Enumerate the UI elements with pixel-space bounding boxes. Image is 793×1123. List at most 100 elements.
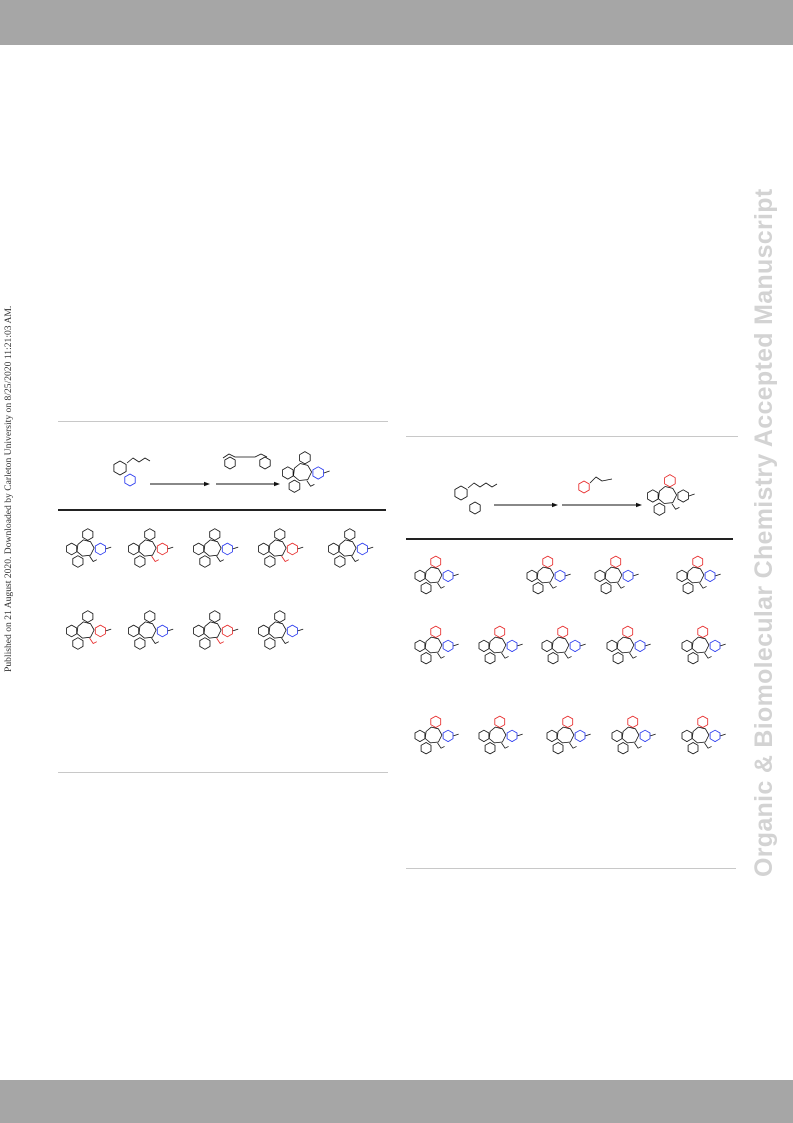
left-product-r2-3-methyl	[232, 628, 239, 632]
left-product-r2-3-top-ring	[209, 610, 221, 623]
right-main-product-top-ring	[664, 474, 676, 488]
right-product-r2-3-ester-chain	[564, 652, 572, 659]
right-product-r2-1-methyl	[453, 643, 459, 647]
right-scheme-bottom-rule	[406, 868, 736, 869]
left-product-r1-1-top-ring	[82, 528, 94, 541]
left-reactant-heteroaryl-ring	[124, 473, 136, 487]
right-product-r1-1-left-ring	[414, 569, 426, 583]
left-scheme-bottom-rule	[58, 772, 388, 773]
left-product-r2-3-left-ring	[193, 624, 205, 638]
left-product-r2-2-bottom-ring	[134, 637, 146, 650]
left-reagent-ring-a	[224, 456, 236, 470]
right-product-r1-2-methyl	[565, 573, 571, 577]
right-product-r3-1-core-ring	[424, 726, 443, 744]
right-product-r3-3-left-ring	[546, 729, 558, 743]
left-product-r1-3-ester-chain	[216, 555, 224, 562]
right-product-r2-5-methyl	[720, 643, 726, 647]
left-main-product-bottom-ring	[288, 479, 301, 493]
journal-watermark: Organic & Biomolecular Chemistry Accepte…	[750, 188, 778, 877]
right-product-r3-3-core-ring	[556, 726, 575, 744]
left-product-r1-3-top-ring	[209, 528, 221, 541]
left-product-r2-3-right-ring	[221, 624, 233, 638]
right-product-r1-1-top-ring	[430, 555, 442, 568]
right-product-r1-4-bottom-ring	[682, 582, 694, 595]
right-product-r1-3-bottom-ring	[600, 582, 612, 595]
right-product-r3-4-top-ring	[627, 715, 639, 728]
right-product-r2-5-bottom-ring	[687, 652, 699, 665]
left-product-r2-4-left-ring	[258, 624, 270, 638]
right-product-r2-5-right-ring	[709, 639, 721, 653]
right-product-r3-1-top-ring	[430, 715, 442, 728]
right-product-r3-5-top-ring	[697, 715, 709, 728]
right-product-r2-4-bottom-ring	[612, 652, 624, 665]
right-scheme-top-rule	[406, 436, 738, 437]
left-product-r1-3-right-ring	[221, 542, 233, 556]
right-product-r2-3-top-ring	[557, 625, 569, 638]
right-product-r2-5-core-ring	[691, 636, 710, 654]
right-product-r3-1-right-ring	[442, 729, 454, 743]
right-product-r1-3-core-ring	[604, 566, 623, 584]
right-product-r2-4-left-ring	[606, 639, 618, 653]
left-product-r2-2-core-ring	[138, 621, 157, 639]
right-product-r2-3-right-ring	[569, 639, 581, 653]
right-reaction-scheme	[414, 474, 726, 755]
right-main-product-ester-chain	[671, 503, 680, 510]
right-product-r3-5-ester-chain	[704, 742, 712, 749]
left-product-r2-1-top-ring	[82, 610, 94, 623]
right-product-r1-3-left-ring	[594, 569, 606, 583]
right-product-r3-1-ester-chain	[437, 742, 445, 749]
right-arrow-2-head	[636, 502, 642, 508]
left-product-r2-1-core-ring	[76, 621, 95, 639]
left-product-r2-1-right-ring	[94, 624, 106, 638]
left-product-r2-4-ester-chain	[281, 637, 289, 644]
left-product-r1-1-right-ring	[94, 542, 106, 556]
footer-bar	[0, 1080, 793, 1123]
right-reagent-alkyne	[589, 476, 613, 484]
left-product-r2-1-bottom-ring	[72, 637, 84, 650]
left-product-r1-4-bottom-ring	[264, 555, 276, 568]
right-product-r3-5-right-ring	[709, 729, 721, 743]
right-product-r3-5-bottom-ring	[687, 742, 699, 755]
right-product-r2-4-ester-chain	[629, 652, 637, 659]
right-product-r2-4-core-ring	[616, 636, 635, 654]
left-product-r1-2-methyl	[167, 546, 174, 550]
right-product-r1-4-top-ring	[692, 555, 704, 568]
right-product-r3-1-left-ring	[414, 729, 426, 743]
right-product-r2-1-left-ring	[414, 639, 426, 653]
right-product-r2-1-bottom-ring	[420, 652, 432, 665]
right-product-r1-2-top-ring	[542, 555, 554, 568]
left-product-r1-1-ester-chain	[89, 555, 97, 562]
left-product-r2-2-right-ring	[156, 624, 168, 638]
right-reactant-fused-ring	[469, 501, 481, 515]
right-product-r3-4-bottom-ring	[617, 742, 629, 755]
right-product-r2-1-core-ring	[424, 636, 443, 654]
left-product-r1-1-core-ring	[76, 539, 95, 557]
right-product-r2-2-methyl	[517, 643, 523, 647]
right-reactant-chain	[467, 482, 498, 489]
right-product-r3-2-ester-chain	[501, 742, 509, 749]
right-product-r2-1-ester-chain	[437, 652, 445, 659]
left-main-product-left-ring	[282, 466, 294, 480]
left-reaction-scheme	[66, 451, 374, 650]
right-product-r1-2-ester-chain	[549, 582, 557, 589]
right-product-r1-4-right-ring	[704, 569, 716, 583]
right-product-r1-2-right-ring	[554, 569, 566, 583]
right-reagent-ring	[578, 480, 590, 494]
left-product-r1-5-right-ring	[356, 542, 368, 556]
left-product-r2-2-methyl	[167, 628, 174, 632]
right-arrow-1-head	[552, 502, 558, 508]
left-arrow-1-head	[204, 481, 210, 487]
left-reagent-ring-b	[259, 456, 271, 470]
left-product-r1-4-ester-chain	[281, 555, 289, 562]
right-product-r1-2-bottom-ring	[532, 582, 544, 595]
left-product-r1-2-bottom-ring	[134, 555, 146, 568]
left-product-r1-4-core-ring	[268, 539, 287, 557]
right-product-r3-2-left-ring	[478, 729, 490, 743]
right-product-r2-2-core-ring	[488, 636, 507, 654]
right-product-r1-4-left-ring	[676, 569, 688, 583]
right-product-r2-2-top-ring	[494, 625, 506, 638]
right-product-r2-5-top-ring	[697, 625, 709, 638]
right-product-r1-3-top-ring	[610, 555, 622, 568]
right-product-r1-4-ester-chain	[699, 582, 707, 589]
right-product-r3-3-right-ring	[574, 729, 586, 743]
